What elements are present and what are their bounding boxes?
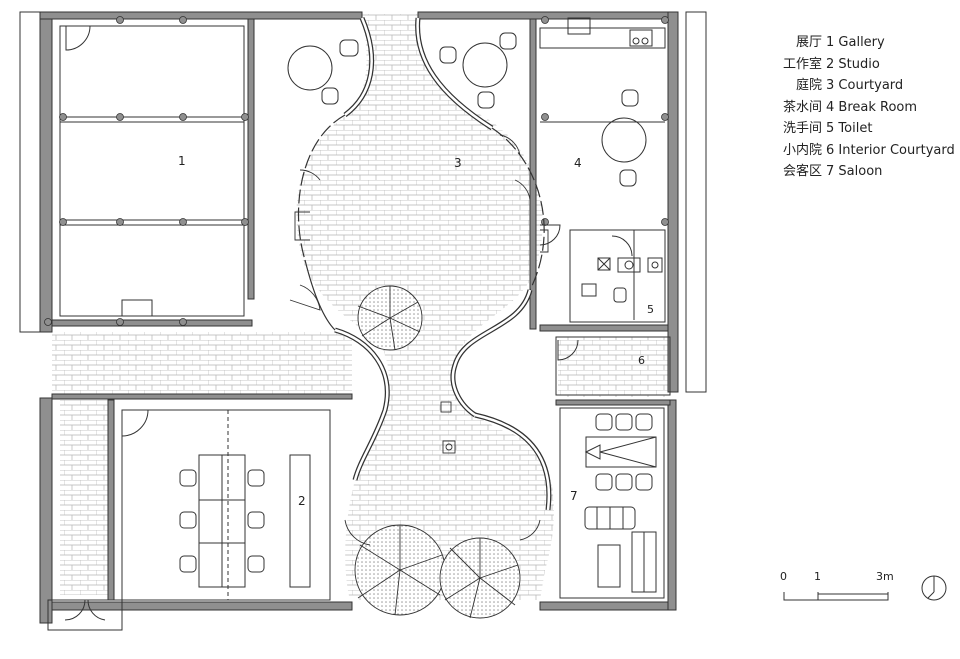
legend-item: 茶水间 4 Break Room — [782, 99, 918, 115]
legend-item: 展厅 1 Gallery — [795, 35, 885, 50]
north-arrow-icon — [921, 575, 947, 601]
scale-label-1: 1 — [814, 570, 821, 583]
door-swings — [289, 134, 549, 546]
toilet — [569, 229, 666, 323]
gallery — [59, 25, 245, 317]
tree-planter-upper — [357, 285, 423, 351]
scale-label-3m: 3m — [876, 570, 894, 583]
columns — [44, 16, 669, 326]
corridor-paving-left — [60, 400, 110, 595]
room-label-2: 2 — [298, 494, 306, 508]
room-label-5: 5 — [647, 303, 654, 316]
floor-plan: 1 3 — [19, 11, 707, 631]
room-label-7: 7 — [570, 489, 578, 503]
walls — [19, 11, 707, 624]
legend: 展厅 1 Gallery 工作室 2 Studio 庭院 3 Courtyard… — [770, 32, 955, 183]
break-room — [539, 17, 666, 246]
room-label-6: 6 — [638, 354, 645, 367]
legend-item: 庭院 3 Courtyard — [795, 78, 904, 93]
entry — [47, 599, 123, 631]
room-label-4: 4 — [574, 156, 582, 170]
tree-planters-lower — [354, 524, 521, 619]
interior-courtyard — [555, 336, 671, 396]
legend-item: 会客区 7 Saloon — [782, 164, 883, 179]
courtyard-glazing — [297, 114, 346, 261]
legend-item: 工作室 2 Studio — [782, 56, 880, 72]
saloon — [559, 407, 665, 599]
scale-label-0: 0 — [780, 570, 787, 583]
courtyard-furniture — [287, 32, 517, 109]
scale-bar: 0 1 3m — [778, 570, 898, 610]
room-label-3: 3 — [454, 156, 462, 170]
interior-courtyard-paving — [558, 337, 670, 397]
studio — [121, 409, 331, 601]
scale-bar-graphic — [783, 592, 889, 601]
room-label-1: 1 — [178, 154, 186, 168]
courtyard-paving — [296, 14, 554, 600]
legend-item: 小内院 6 Interior Courtyard — [782, 142, 955, 158]
legend-item: 洗手间 5 Toilet — [782, 121, 873, 136]
corridor-paving — [52, 332, 352, 397]
